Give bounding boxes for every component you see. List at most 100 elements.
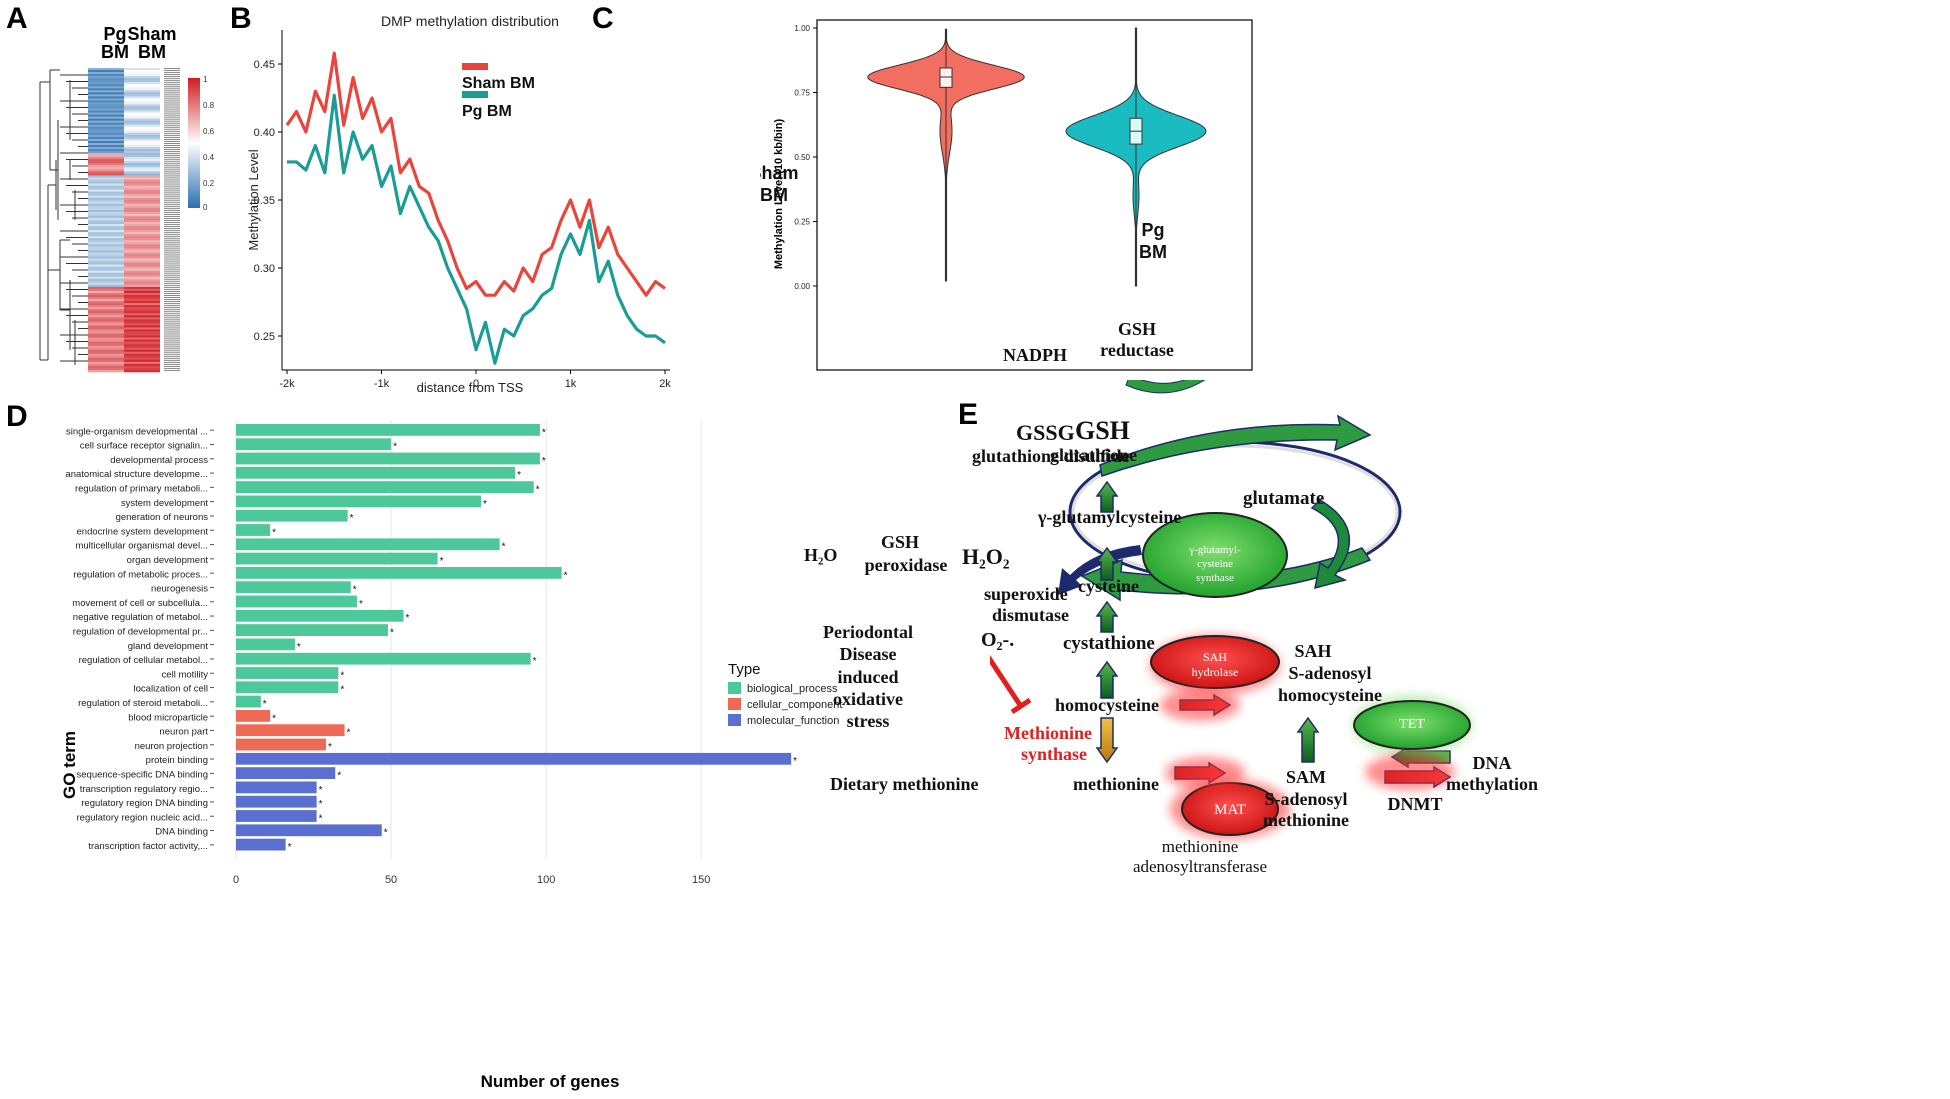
heatmap-cell (88, 126, 124, 130)
go-term-label: regulation of cellular metabol... (79, 655, 208, 666)
heatmap-cell (88, 159, 124, 162)
heatmap-dendrogram (39, 69, 88, 365)
go-bar-marker: * (340, 685, 344, 696)
heatmap-cell (88, 355, 124, 359)
heatmap-cell (88, 147, 124, 150)
heatmap-row-tick (164, 197, 180, 199)
heatmap-cell (88, 94, 124, 97)
heatmap-cell (124, 175, 160, 178)
y-tick-label: 0.45 (254, 59, 275, 71)
go-bar-marker: * (542, 456, 546, 467)
heatmap-row-tick (164, 100, 180, 102)
heatmap-cell (88, 140, 124, 144)
go-bar (236, 638, 295, 651)
heatmap-row-tick (164, 191, 180, 193)
heatmap-row-tick (164, 124, 180, 126)
heatmap-cell (124, 228, 160, 231)
heatmap-cell (88, 203, 124, 207)
heatmap-row-tick (164, 248, 180, 250)
heatmap-row-tick (164, 161, 180, 163)
legend-label: biological_process (747, 683, 838, 695)
heatmap-cell (124, 288, 160, 292)
go-term-label: neurogenesis (151, 584, 208, 595)
heatmap-cell (124, 211, 160, 215)
glutamate-arrow (1310, 499, 1351, 590)
heatmap-row-tick (164, 203, 180, 205)
heatmap-cell (88, 311, 124, 314)
heatmap-cell (88, 98, 124, 101)
heatmap-cell (88, 238, 124, 241)
heatmap-cell (88, 305, 124, 308)
legend-swatch (728, 682, 741, 694)
go-bar-marker: * (502, 542, 506, 553)
heatmap-cell (124, 313, 160, 316)
nadph-arrow (1125, 380, 1206, 394)
heatmap-cell (124, 138, 160, 142)
heatmap-cell (88, 209, 124, 213)
heatmap-col1-label-2: BM (101, 42, 129, 62)
heatmap-cell (88, 76, 124, 79)
go-bar-chart: GO term Number of genes *single-organism… (60, 420, 842, 1091)
heatmap-row-tick (164, 230, 180, 232)
enzyme-tet (1353, 700, 1471, 750)
heatmap-cell (88, 96, 124, 99)
heatmap-cell (124, 238, 160, 241)
heatmap-row-tick (164, 347, 180, 349)
peroxidase-arrow (1058, 545, 1142, 595)
heatmap-cell (124, 90, 160, 93)
heatmap-row-tick (164, 68, 180, 70)
heatmap-cell (88, 270, 124, 273)
heatmap-cell (124, 278, 160, 282)
go-bar-marker: * (440, 556, 444, 567)
go-bar-marker: * (359, 599, 363, 610)
heatmap-cell (124, 315, 160, 318)
heatmap-cell (88, 317, 124, 320)
heatmap-cell (124, 159, 160, 162)
heatmap-col1-label: Pg (103, 24, 126, 44)
heatmap-row-tick (164, 272, 180, 274)
heatmap-row-tick (164, 240, 180, 242)
heatmap-cell (124, 236, 160, 239)
heatmap-cell (88, 217, 124, 221)
heatmap-cell (124, 130, 160, 134)
go-bar-marker: * (393, 442, 397, 453)
heatmap-cell (124, 106, 160, 109)
cycle-arrow-bottom (1080, 547, 1372, 602)
heatmap-cell (88, 205, 124, 209)
heatmap-cell (88, 226, 124, 229)
heatmap-row-tick (164, 363, 180, 365)
heatmap-row-tick (164, 301, 180, 303)
heatmap-cell (124, 153, 160, 156)
heatmap-cell (88, 128, 124, 132)
heatmap-cell (124, 209, 160, 213)
heatmap-col2-label: Sham (127, 24, 176, 44)
heatmap-cell (124, 305, 160, 308)
heatmap-cell (88, 197, 124, 201)
heatmap-cell (88, 309, 124, 312)
heatmap-cell (88, 252, 124, 255)
heatmap-row-tick (164, 333, 180, 335)
heatmap-row-tick (164, 270, 180, 272)
heatmap-row-tick (164, 82, 180, 84)
x-tick-label: 150 (692, 874, 710, 886)
go-bar-marker: * (533, 656, 537, 667)
heatmap-cell (88, 280, 124, 284)
heatmap-cell (124, 345, 160, 348)
heatmap-cell (88, 199, 124, 203)
heatmap-cell (124, 132, 160, 136)
heatmap-row-tick (164, 177, 180, 179)
heatmap-row-tick (164, 325, 180, 327)
heatmap-cell (88, 288, 124, 292)
heatmap-cell (124, 179, 160, 182)
heatmap-cell (124, 116, 160, 119)
arrow-cys-to-gluCys (1095, 546, 1119, 581)
heatmap-cell (124, 86, 160, 89)
heatmap-cell (88, 169, 124, 172)
go-bar (236, 466, 516, 479)
heatmap-row-tick (164, 329, 180, 331)
heatmap-row-tick (164, 90, 180, 92)
heatmap-row-tick (164, 128, 180, 130)
heatmap-cell (124, 347, 160, 351)
heatmap-cell (124, 367, 160, 371)
go-bar (236, 481, 534, 493)
